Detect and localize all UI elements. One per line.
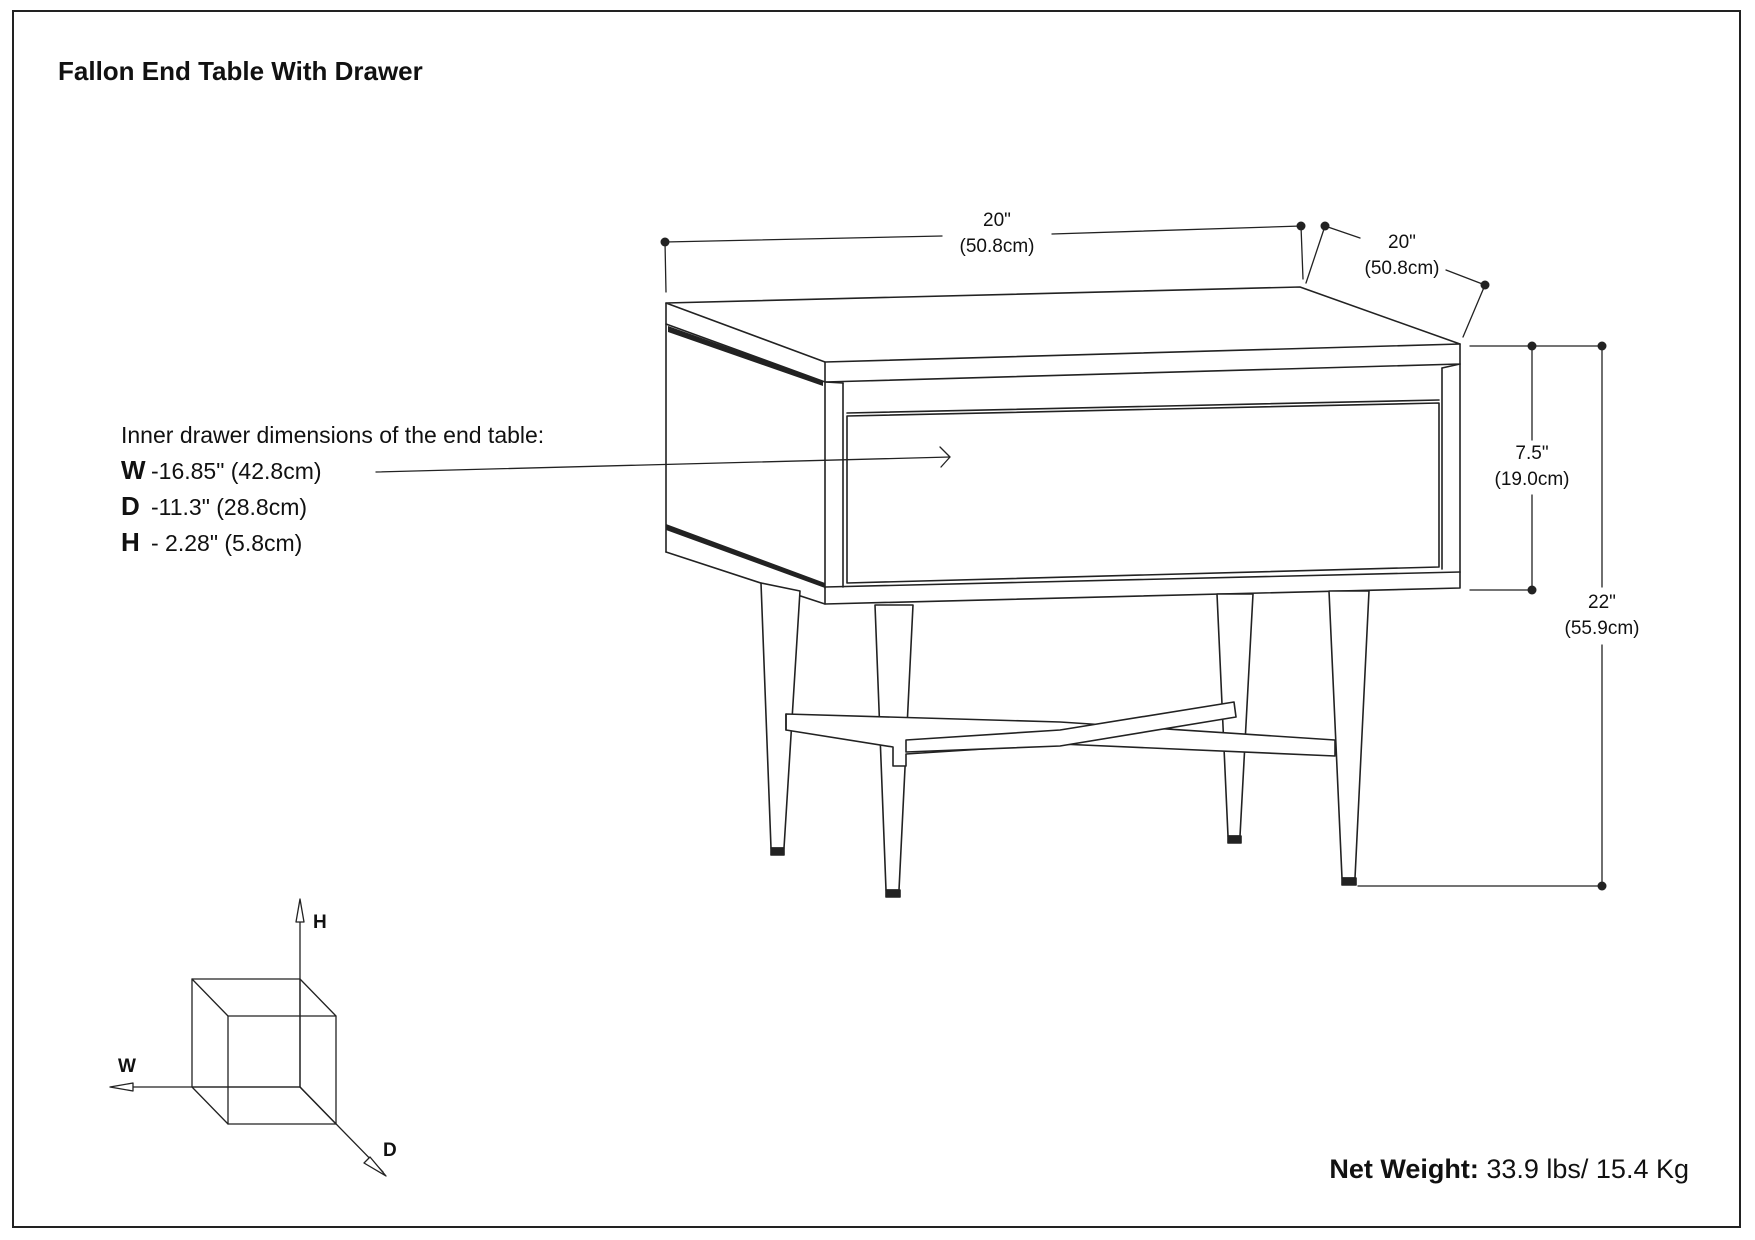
inner-drawer-dimensions: Inner drawer dimensions of the end table…: [121, 418, 544, 561]
width-dimension-label: 20" (50.8cm): [937, 208, 1057, 260]
width-imperial: 20": [983, 210, 1011, 231]
inner-drawer-heading: Inner drawer dimensions of the end table…: [121, 422, 545, 448]
drawer-height-imperial: 7.5": [1515, 443, 1549, 464]
drawer-height-dimension-label: 7.5" (19.0cm): [1472, 441, 1592, 493]
axis-label-w: W: [118, 1056, 136, 1077]
inner-height-value: - 2.28" (5.8cm): [151, 530, 303, 556]
depth-dimension-label: 20" (50.8cm): [1342, 230, 1462, 282]
inner-depth-row: D -11.3" (28.8cm): [121, 489, 544, 525]
drawer-height-metric: (19.0cm): [1494, 469, 1570, 490]
total-height-dimension-label: 22" (55.9cm): [1542, 590, 1662, 642]
depth-metric: (50.8cm): [1364, 258, 1440, 279]
axis-arrows: [109, 898, 387, 1177]
total-height-imperial: 22": [1588, 592, 1616, 613]
inner-height-row: H - 2.28" (5.8cm): [121, 525, 544, 561]
axis-label-h: H: [313, 912, 327, 933]
inner-drawer-leader-arrow: [375, 446, 951, 473]
axis-label-d: D: [383, 1140, 397, 1161]
net-weight-label: Net Weight:: [1329, 1154, 1479, 1184]
inner-width-key: W: [121, 455, 146, 485]
inner-height-key: H: [121, 527, 140, 557]
depth-imperial: 20": [1388, 232, 1416, 253]
total-height-metric: (55.9cm): [1564, 618, 1640, 639]
x-stretcher: [785, 701, 1336, 767]
page-title: Fallon End Table With Drawer: [58, 56, 423, 86]
inner-depth-key: D: [121, 491, 140, 521]
inner-depth-value: -11.3" (28.8cm): [151, 494, 308, 520]
width-metric: (50.8cm): [959, 236, 1035, 257]
inner-width-row: W-16.85" (42.8cm): [121, 453, 544, 489]
dimension-lines: [660, 221, 1607, 891]
drawing-frame: [12, 10, 1741, 1228]
net-weight: Net Weight: 33.9 lbs/ 15.4 Kg: [1329, 1154, 1689, 1185]
inner-width-value: -16.85" (42.8cm): [151, 458, 322, 484]
net-weight-value: 33.9 lbs/ 15.4 Kg: [1478, 1154, 1689, 1184]
cabinet-body: [665, 323, 1461, 605]
